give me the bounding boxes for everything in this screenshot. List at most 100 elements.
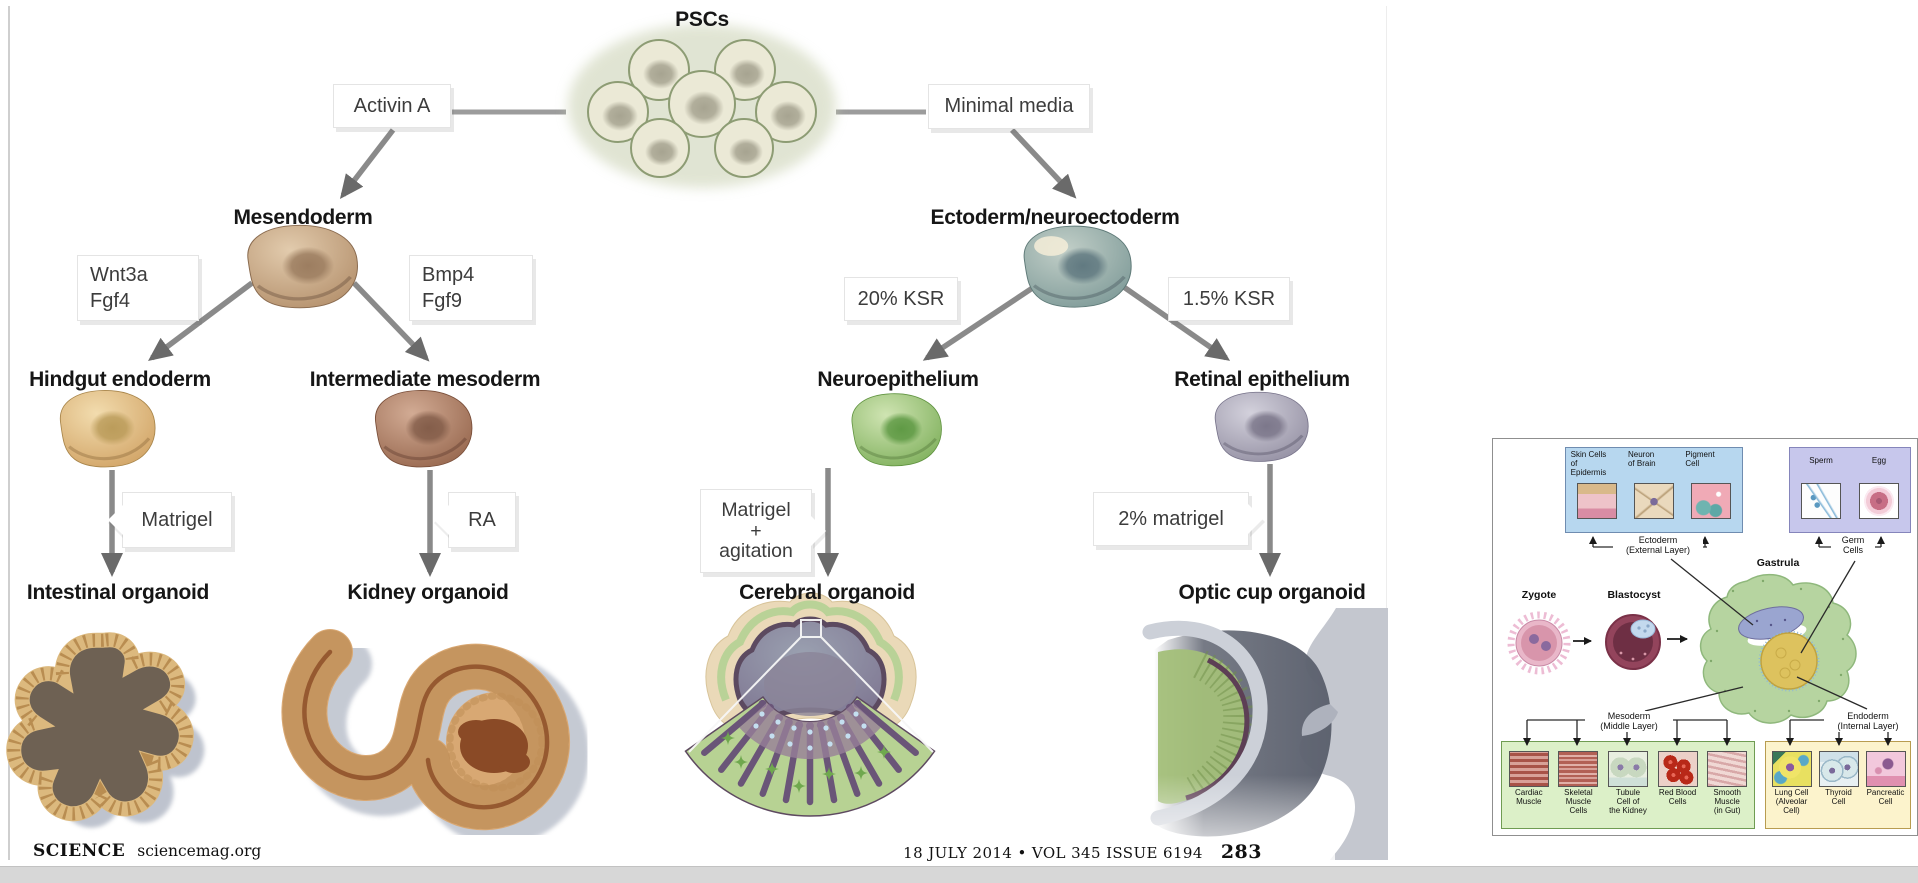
inset-ectoderm-box: Skin Cells of Epidermis Neuron of Brain … <box>1565 447 1743 533</box>
ectoderm-layer-label: Ectoderm (External Layer) <box>1613 535 1703 556</box>
mesendoderm-cell-art <box>247 224 359 309</box>
egg-label: Egg <box>1871 456 1887 465</box>
intermediate-mesoderm-cell-art <box>374 389 473 468</box>
inset-cell-skeletal: Skeletal Muscle Cells <box>1554 745 1602 825</box>
node-label-hindgut: Hindgut endoderm <box>29 368 211 391</box>
condition-fgf4: Fgf4 <box>90 290 131 312</box>
inset-cell-cardiac: Cardiac Muscle <box>1505 745 1553 825</box>
inset-cell-neuron: Neuron of Brain <box>1626 450 1682 529</box>
node-label-optic-cup-organoid: Optic cup organoid <box>1178 581 1366 604</box>
condition-agitation-line: agitation <box>719 540 793 563</box>
condition-wnt3a: Wnt3a <box>90 264 148 286</box>
tubule-cell-label: Tubule Cell of the Kidney <box>1609 788 1647 815</box>
red-blood-cells-label: Red Blood Cells <box>1658 788 1697 806</box>
inset-mesoderm-box: Cardiac Muscle Skeletal Muscle Cells Tub… <box>1501 741 1755 829</box>
thyroid-cell-thumbnail <box>1818 751 1859 787</box>
condition-tag-matrigel-agitation: Matrigel + agitation <box>700 489 812 573</box>
journal-site: sciencemag.org <box>137 842 262 860</box>
arrow-mesendoderm-hindgut <box>148 280 254 361</box>
inset-cell-thyroid: Thyroid Cell <box>1815 745 1862 825</box>
endoderm-layer-label: Endoderm (Internal Layer) <box>1824 711 1912 732</box>
neuron-label: Neuron of Brain <box>1627 450 1656 468</box>
hindgut-cell-art <box>59 389 156 468</box>
pancreatic-cell-label: Pancreatic Cell <box>1866 788 1905 806</box>
pigment-cell-label: Pigment Cell <box>1685 450 1715 468</box>
neuron-thumbnail <box>1633 483 1674 519</box>
condition-box-bmp4-fgf9: Bmp4 Fgf9 <box>409 255 533 321</box>
condition-bmp4: Bmp4 <box>422 264 475 286</box>
gastrula-art <box>1699 573 1857 724</box>
inset-endoderm-box: Lung Cell (Alveolar Cell) Thyroid Cell P… <box>1765 741 1911 829</box>
condition-tag-2pct-matrigel: 2% matrigel <box>1093 492 1249 546</box>
inset-cell-tubule: Tubule Cell of the Kidney <box>1604 745 1652 825</box>
page-bottom-strip <box>0 866 1918 883</box>
inset-cell-pigment: Pigment Cell <box>1683 450 1739 529</box>
inset-cell-rbc: Red Blood Cells <box>1654 745 1702 825</box>
zygote-art <box>1507 611 1571 675</box>
condition-matrigel-line: Matrigel <box>721 499 791 522</box>
thyroid-cell-label: Thyroid Cell <box>1825 788 1852 806</box>
smooth-muscle-label: Smooth Muscle (in Gut) <box>1713 788 1741 815</box>
glial-splat-icons <box>721 731 891 793</box>
egg-thumbnail <box>1859 483 1899 519</box>
germ-layer-inset-figure: Skin Cells of Epidermis Neuron of Brain … <box>1492 438 1918 836</box>
germ-cells-label: Germ Cells <box>1831 535 1875 556</box>
pigment-cell-thumbnail <box>1691 483 1732 519</box>
node-label-mesendoderm: Mesendoderm <box>233 206 373 229</box>
cardiac-muscle-thumbnail <box>1508 751 1549 787</box>
sperm-thumbnail <box>1801 483 1841 519</box>
node-label-retinal: Retinal epithelium <box>1174 368 1350 391</box>
red-blood-cells-thumbnail <box>1657 751 1698 787</box>
inset-cell-pancreatic: Pancreatic Cell <box>1862 745 1909 825</box>
skin-cells-label: Skin Cells of Epidermis <box>1570 450 1607 477</box>
cerebral-organoid-art <box>684 592 936 817</box>
mesoderm-layer-label: Mesoderm (Middle Layer) <box>1585 711 1673 732</box>
issue-line: 18 JULY 2014 • VOL 345 ISSUE 6194 <box>903 844 1203 862</box>
lung-cell-label: Lung Cell (Alveolar Cell) <box>1774 788 1809 815</box>
inset-cell-egg: Egg <box>1853 451 1905 529</box>
inset-cell-lung: Lung Cell (Alveolar Cell) <box>1768 745 1815 825</box>
ectoderm-cell-art <box>1023 225 1132 308</box>
blastocyst-label: Blastocyst <box>1607 589 1661 601</box>
page-number: 283 <box>1220 841 1262 863</box>
lung-cell-thumbnail <box>1771 751 1812 787</box>
figure-right-border <box>1386 6 1387 854</box>
skeletal-muscle-label: Skeletal Muscle Cells <box>1564 788 1593 815</box>
node-label-cerebral-organoid: Cerebral organoid <box>739 581 915 604</box>
condition-plus-line: + <box>750 519 762 542</box>
skin-cells-thumbnail <box>1576 483 1617 519</box>
node-label-neuroepithelium: Neuroepithelium <box>817 368 979 391</box>
journal-name: SCIENCE <box>33 841 126 861</box>
flowchart-artwork <box>6 24 1388 865</box>
retinal-epithelium-cell-art <box>1214 391 1309 462</box>
inset-cell-sperm: Sperm <box>1795 451 1847 529</box>
intestinal-organoid-art <box>6 632 205 828</box>
kidney-organoid-art <box>281 629 589 846</box>
pancreatic-cell-thumbnail <box>1865 751 1906 787</box>
footer-right: 18 JULY 2014 • VOL 345 ISSUE 6194 283 <box>790 841 1262 863</box>
condition-box-20pct-ksr: 20% KSR <box>844 277 958 321</box>
smooth-muscle-thumbnail <box>1707 751 1748 787</box>
inset-cell-skin: Skin Cells of Epidermis <box>1569 450 1625 529</box>
skeletal-muscle-thumbnail <box>1558 751 1599 787</box>
node-label-kidney-organoid: Kidney organoid <box>347 581 509 604</box>
sperm-label: Sperm <box>1809 456 1833 465</box>
arrow-mesendoderm-intermediate <box>352 281 430 362</box>
footer-left: SCIENCE sciencemag.org <box>33 841 261 861</box>
gastrula-label: Gastrula <box>1756 557 1800 569</box>
inset-cell-smooth: Smooth Muscle (in Gut) <box>1703 745 1751 825</box>
arrow-minimal-ectoderm <box>1009 128 1077 199</box>
psc-colony-art <box>568 24 836 188</box>
arrow-ectoderm-neuroepithelium <box>922 280 1042 361</box>
condition-tag-ra: RA <box>448 492 516 548</box>
condition-box-minimal-media: Minimal media <box>928 84 1090 129</box>
figure-left-border <box>8 6 10 860</box>
node-label-pscs: PSCs <box>675 8 729 31</box>
cardiac-muscle-label: Cardiac Muscle <box>1515 788 1543 806</box>
condition-box-1-5pct-ksr: 1.5% KSR <box>1168 277 1290 321</box>
node-label-intestinal-organoid: Intestinal organoid <box>26 581 210 604</box>
condition-tag-matrigel: Matrigel <box>122 492 232 548</box>
neuroepithelium-cell-art <box>851 393 942 467</box>
condition-box-activin-a: Activin A <box>333 84 451 128</box>
inset-germ-box: Sperm Egg <box>1789 447 1911 533</box>
